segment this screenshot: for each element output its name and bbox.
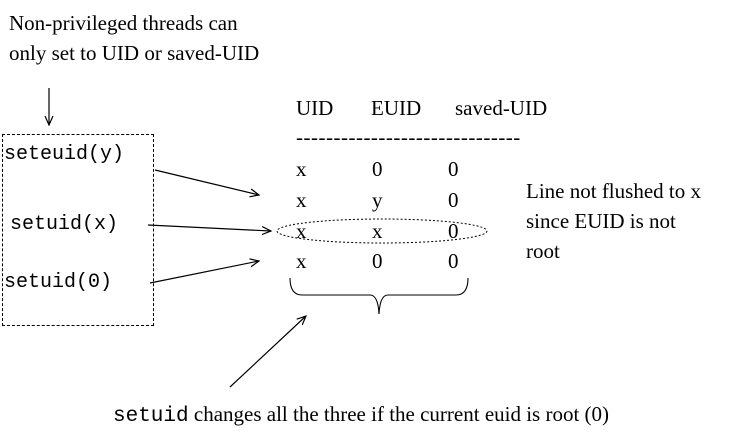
table-cell: y bbox=[372, 188, 383, 212]
bottom-note: setuid changes all the three if the curr… bbox=[113, 402, 609, 428]
header-euid: EUID bbox=[371, 96, 422, 120]
header-separator: ------------------------------ bbox=[296, 125, 521, 149]
side-note: Line not flushed to x since EUID is not … bbox=[526, 176, 701, 266]
calls-box bbox=[2, 134, 154, 326]
table-cell: x bbox=[296, 188, 307, 212]
side-note-line-2: since EUID is not bbox=[526, 209, 676, 233]
table-cell: 0 bbox=[448, 219, 459, 243]
arrow-seteuid-y bbox=[154, 169, 259, 195]
top-note-line-2: only set to UID or saved-UID bbox=[9, 41, 260, 65]
arrow-to-brace bbox=[229, 316, 306, 388]
call-setuid-x: setuid(x) bbox=[10, 213, 119, 236]
row-highlight-ellipse bbox=[276, 218, 488, 244]
bottom-note-code: setuid bbox=[113, 405, 189, 428]
arrow-setuid-0 bbox=[149, 261, 259, 284]
bottom-note-text: changes all the three if the current eui… bbox=[188, 402, 610, 426]
curly-brace bbox=[289, 277, 469, 315]
side-note-line-1: Line not flushed to x bbox=[526, 179, 701, 203]
top-note: Non-privileged threads can only set to U… bbox=[9, 8, 259, 68]
call-setuid-0: setuid(0) bbox=[4, 271, 113, 294]
header-saved-uid: saved-UID bbox=[455, 96, 548, 120]
header-uid: UID bbox=[296, 96, 334, 120]
table-cell: x bbox=[296, 157, 307, 181]
table-cell: 0 bbox=[372, 249, 383, 273]
side-note-line-3: root bbox=[526, 239, 560, 263]
call-seteuid-y: seteuid(y) bbox=[4, 143, 125, 166]
table-cell: x bbox=[372, 219, 383, 243]
table-cell: 0 bbox=[448, 157, 459, 181]
table-cell: x bbox=[296, 219, 307, 243]
table-cell: 0 bbox=[448, 188, 459, 212]
table-cell: 0 bbox=[372, 157, 383, 181]
table-cell: x bbox=[296, 249, 307, 273]
table-cell: 0 bbox=[448, 249, 459, 273]
top-note-line-1: Non-privileged threads can bbox=[9, 11, 238, 35]
arrow-setuid-x bbox=[147, 224, 271, 231]
